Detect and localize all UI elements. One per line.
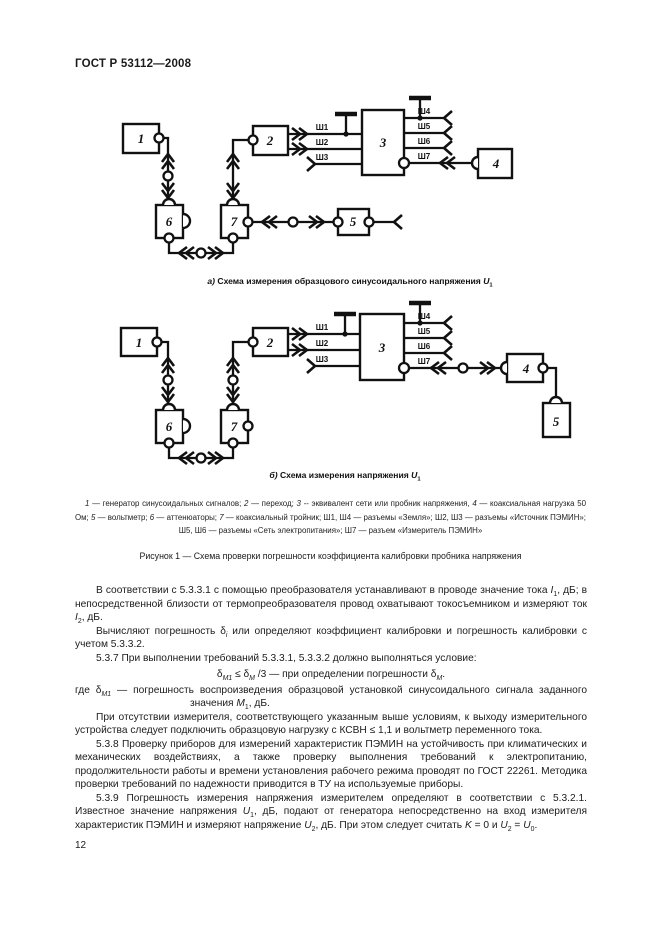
svg-text:Ш6: Ш6	[418, 137, 431, 146]
block-numbers-b: 1 2 3 4 5 6 7	[136, 335, 560, 434]
block-generator-b	[119, 326, 159, 358]
svg-text:Ш5: Ш5	[418, 122, 431, 131]
svg-text:1: 1	[136, 335, 143, 350]
block-numbers-a: 1 2 3 4 5 6 7	[138, 131, 500, 229]
svg-text:Ш4: Ш4	[418, 312, 431, 321]
block-coax-load-a	[476, 147, 514, 180]
paragraph-no-meter: При отсутствии измерителя, соответствующ…	[75, 711, 587, 737]
svg-text:2: 2	[266, 133, 274, 148]
svg-text:7: 7	[231, 419, 238, 434]
svg-text:Ш1: Ш1	[316, 323, 329, 332]
svg-text:5: 5	[553, 414, 560, 429]
svg-text:3: 3	[379, 135, 387, 150]
svg-text:Ш3: Ш3	[316, 355, 329, 364]
svg-text:5: 5	[350, 214, 357, 229]
connector-circles-b	[151, 336, 549, 464]
blocks-a	[121, 108, 514, 240]
svg-text:Ш7: Ш7	[418, 152, 431, 161]
block-network-equivalent-a	[360, 108, 406, 177]
svg-text:7: 7	[231, 214, 238, 229]
svg-text:4: 4	[522, 361, 530, 376]
page-number: 12	[75, 840, 87, 851]
paragraph-539: 5.3.9 Погрешность измерения напряжения и…	[75, 792, 587, 833]
svg-text:3: 3	[378, 340, 386, 355]
connector-circles-a	[153, 132, 411, 259]
paragraph-error-calc: Вычисляют погрешность δi или определяют …	[75, 625, 587, 651]
block-adapter-b	[251, 326, 290, 358]
diagram-b-measurement-scheme: 1 2 3 4 5 6 7 Ш1 Ш2 Ш3 Ш4 Ш5 Ш6 Ш7	[119, 300, 572, 466]
paragraph-where-definition: где δМ1 — погрешность воспроизведения об…	[75, 684, 587, 712]
wires-b	[157, 321, 558, 460]
svg-text:Ш4: Ш4	[418, 107, 431, 116]
svg-text:2: 2	[266, 335, 274, 350]
paragraph-537: 5.3.7 При выполнении требований 5.3.3.1,…	[96, 652, 477, 664]
paragraph-538: 5.3.8 Проверку приборов для измерений ха…	[75, 738, 587, 791]
paragraph-5337-intro: В соответствии с 5.3.3.1 с помощью преоб…	[75, 585, 587, 626]
svg-text:Ш5: Ш5	[418, 327, 431, 336]
figure-legend: 1 — генератор синусоидальных сигналов; 2…	[75, 499, 586, 535]
caption-diagram-a: а) Схема измерения образцового синусоида…	[207, 276, 493, 289]
svg-text:Ш1: Ш1	[316, 123, 329, 132]
body-text: В соответствии с 5.3.3.1 с помощью преоб…	[75, 584, 587, 832]
block-generator-a	[121, 122, 161, 155]
cable-plug-icons-b	[160, 326, 497, 466]
svg-text:Ш2: Ш2	[316, 138, 329, 147]
svg-text:Ш7: Ш7	[418, 357, 431, 366]
block-coax-load-b	[505, 352, 545, 384]
svg-text:1: 1	[138, 131, 145, 146]
connector-labels-a: Ш1 Ш2 Ш3 Ш4 Ш5 Ш6 Ш7	[316, 107, 431, 162]
svg-text:Ш3: Ш3	[316, 153, 329, 162]
connector-labels-b: Ш1 Ш2 Ш3 Ш4 Ш5 Ш6 Ш7	[316, 312, 431, 366]
caption-diagram-b: б) Схема измерения напряжения U1	[269, 470, 421, 483]
figure-title: Рисунок 1 — Схема проверки погрешности к…	[139, 551, 522, 561]
svg-text:6: 6	[166, 214, 173, 229]
svg-text:Ш2: Ш2	[316, 339, 329, 348]
svg-text:6: 6	[166, 419, 173, 434]
formula-delta-condition: δМ1 ≤ δМ /3 — при определении погрешност…	[216, 669, 446, 683]
block-network-equivalent-b	[358, 312, 406, 382]
document-header: ГОСТ Р 53112—2008	[75, 58, 192, 70]
svg-text:Ш6: Ш6	[418, 342, 431, 351]
svg-text:4: 4	[492, 156, 500, 171]
diagram-a-measurement-scheme: 1 2 3 4 5 6 7 Ш1 Ш2 Ш3 Ш4 Ш5 Ш6 Ш7	[121, 92, 514, 261]
